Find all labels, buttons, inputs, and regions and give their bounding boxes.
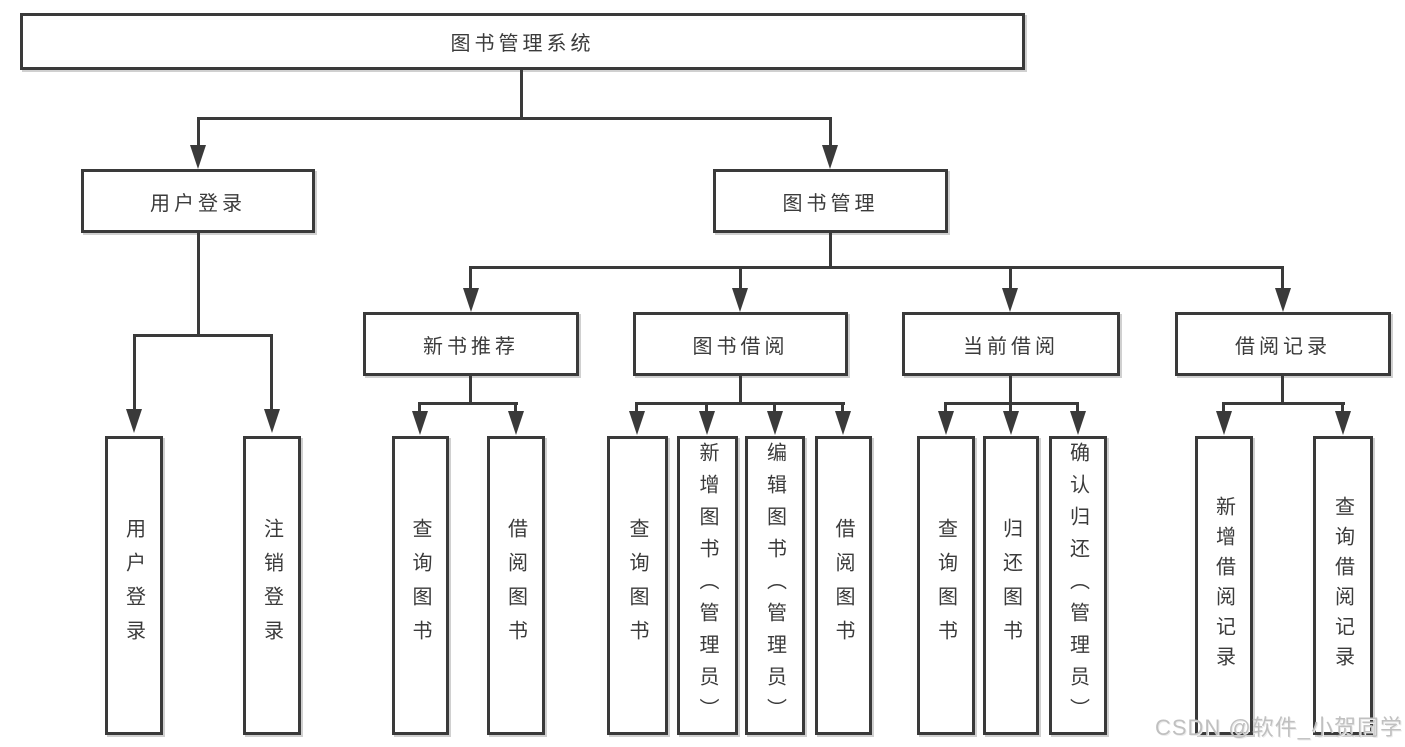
connector-line xyxy=(418,402,421,414)
leaf-borrow-query-label: 查询图书 xyxy=(626,517,648,654)
connector-line xyxy=(133,334,136,411)
arrow-down-icon xyxy=(835,411,851,435)
arrow-down-icon xyxy=(732,288,748,312)
connector-line xyxy=(945,402,1079,405)
arrow-down-icon xyxy=(938,411,954,435)
arrow-down-icon xyxy=(1335,411,1351,435)
leaf-borrow-query-books: 查询图书 xyxy=(607,436,668,735)
connector-line xyxy=(1281,376,1284,404)
connector-line xyxy=(469,266,472,289)
leaf-borrow-add-books-admin: 新增图书（管理员） xyxy=(677,436,738,735)
node-book-management: 图书管理 xyxy=(713,169,948,233)
leaf-record-add: 新增借阅记录 xyxy=(1195,436,1253,735)
connector-line xyxy=(636,402,845,405)
node-current-borrow: 当前借阅 xyxy=(902,312,1120,376)
node-borrow-record-label: 借阅记录 xyxy=(1235,335,1331,358)
node-user-login-label: 用户登录 xyxy=(150,192,246,215)
leaf-borrow-edit-books-admin: 编辑图书（管理员） xyxy=(745,436,805,735)
leaf-current-confirm-label: 确认归还（管理员） xyxy=(1066,441,1089,730)
connector-line xyxy=(520,70,523,118)
arrow-down-icon xyxy=(767,411,783,435)
connector-line xyxy=(1009,376,1012,404)
arrow-down-icon xyxy=(1003,411,1019,435)
connector-line xyxy=(1076,402,1079,414)
csdn-watermark: CSDN @软件_小贺同学 xyxy=(1154,715,1403,740)
leaf-current-confirm-return-admin: 确认归还（管理员） xyxy=(1049,436,1107,735)
leaf-record-query: 查询借阅记录 xyxy=(1313,436,1373,735)
arrow-down-icon xyxy=(190,145,206,169)
leaf-recommend-query-label: 查询图书 xyxy=(409,517,431,654)
leaf-logout: 注销登录 xyxy=(243,436,301,735)
connector-line xyxy=(1341,402,1344,414)
connector-line xyxy=(739,376,742,404)
arrow-down-icon xyxy=(463,288,479,312)
leaf-borrow-do-label: 借阅图书 xyxy=(832,517,854,654)
connector-line xyxy=(1222,402,1225,414)
node-root-label: 图书管理系统 xyxy=(450,33,595,55)
node-current-borrow-label: 当前借阅 xyxy=(963,335,1059,358)
arrow-down-icon xyxy=(699,411,715,435)
node-root: 图书管理系统 xyxy=(20,13,1025,70)
connector-line xyxy=(197,233,200,336)
connector-line xyxy=(829,233,832,269)
leaf-borrow-do-borrow: 借阅图书 xyxy=(815,436,872,735)
node-borrow-record: 借阅记录 xyxy=(1175,312,1391,376)
leaf-user-login-label: 用户登录 xyxy=(122,517,145,654)
connector-line xyxy=(133,334,273,337)
leaf-record-query-label: 查询借阅记录 xyxy=(1331,495,1354,676)
arrow-down-icon xyxy=(822,145,838,169)
connector-line xyxy=(197,117,832,120)
arrow-down-icon xyxy=(1275,288,1291,312)
connector-line xyxy=(944,402,947,414)
connector-line xyxy=(1009,266,1012,289)
connector-line xyxy=(197,117,200,148)
connector-line xyxy=(469,376,472,404)
connector-line xyxy=(1281,266,1284,289)
connector-line xyxy=(635,402,638,414)
connector-line xyxy=(773,402,776,414)
node-new-book-recommend: 新书推荐 xyxy=(363,312,579,376)
arrow-down-icon xyxy=(412,411,428,435)
arrow-down-icon xyxy=(1002,288,1018,312)
connector-line xyxy=(841,402,844,414)
node-book-borrow-label: 图书借阅 xyxy=(692,335,789,358)
connector-line xyxy=(1009,402,1012,414)
arrow-down-icon xyxy=(1070,411,1086,435)
connector-line xyxy=(514,402,517,414)
leaf-record-add-label: 新增借阅记录 xyxy=(1212,495,1235,676)
arrow-down-icon xyxy=(508,411,524,435)
connector-line xyxy=(470,266,1284,269)
arrow-down-icon xyxy=(629,411,645,435)
arrow-down-icon xyxy=(264,409,280,433)
leaf-current-query-label: 查询图书 xyxy=(934,517,957,654)
leaf-logout-label: 注销登录 xyxy=(260,517,283,654)
connector-line xyxy=(1223,402,1345,405)
node-user-login: 用户登录 xyxy=(81,169,315,233)
leaf-current-return-books: 归还图书 xyxy=(983,436,1039,735)
leaf-recommend-query-books: 查询图书 xyxy=(392,436,449,735)
connector-line xyxy=(829,117,832,148)
leaf-recommend-borrow-label: 借阅图书 xyxy=(504,517,527,654)
leaf-recommend-borrow-books: 借阅图书 xyxy=(487,436,545,735)
node-new-book-recommend-label: 新书推荐 xyxy=(423,335,519,358)
connector-line xyxy=(739,266,742,289)
connector-line xyxy=(705,402,708,414)
connector-line xyxy=(270,334,273,411)
arrow-down-icon xyxy=(1216,411,1232,435)
leaf-borrow-edit-label: 编辑图书（管理员） xyxy=(763,441,786,730)
node-book-borrow: 图书借阅 xyxy=(633,312,848,376)
leaf-borrow-add-label: 新增图书（管理员） xyxy=(696,441,718,730)
leaf-current-return-label: 归还图书 xyxy=(999,517,1022,654)
connector-line xyxy=(419,402,518,405)
node-book-management-label: 图书管理 xyxy=(782,192,879,215)
arrow-down-icon xyxy=(126,409,142,433)
leaf-current-query-books: 查询图书 xyxy=(917,436,975,735)
leaf-user-login: 用户登录 xyxy=(105,436,163,735)
